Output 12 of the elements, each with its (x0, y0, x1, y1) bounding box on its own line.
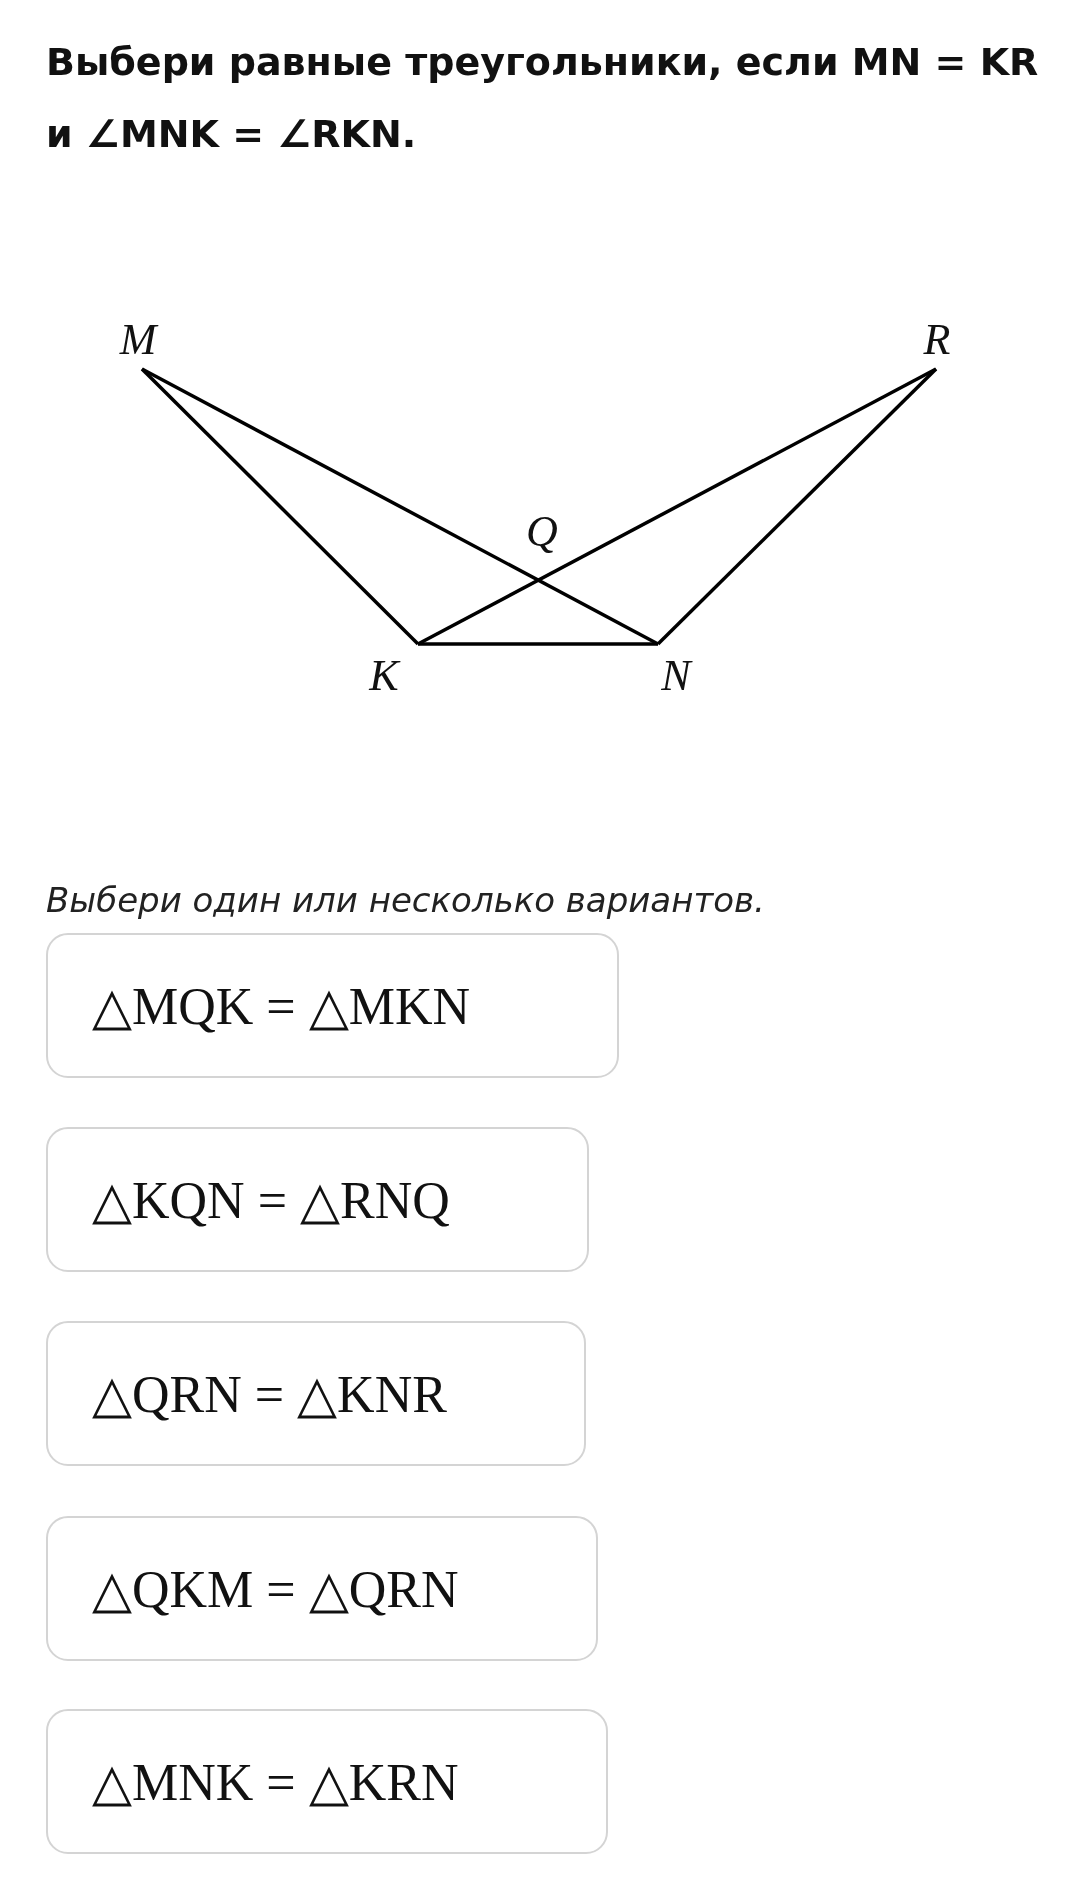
point-label: R (923, 318, 951, 362)
answer-option: △MNK = △KRN (46, 1709, 608, 1854)
answer-option: △QRN = △KNR (46, 1321, 586, 1466)
point-label: K (369, 654, 399, 698)
point-label: Q (526, 510, 558, 554)
point-label: M (119, 318, 157, 362)
answer-option: △MQK = △MKN (46, 933, 619, 1078)
answer-option: △QKM = △QRN (46, 1516, 598, 1661)
question-title: Выбери равные треугольники, если MN = KR и ∠MNK = ∠RKN. (46, 39, 1040, 158)
point-label: N (661, 654, 691, 698)
answer-option: △KQN = △RNQ (46, 1127, 589, 1272)
instruction-text: Выбери один или несколько вариантов. (46, 880, 765, 920)
